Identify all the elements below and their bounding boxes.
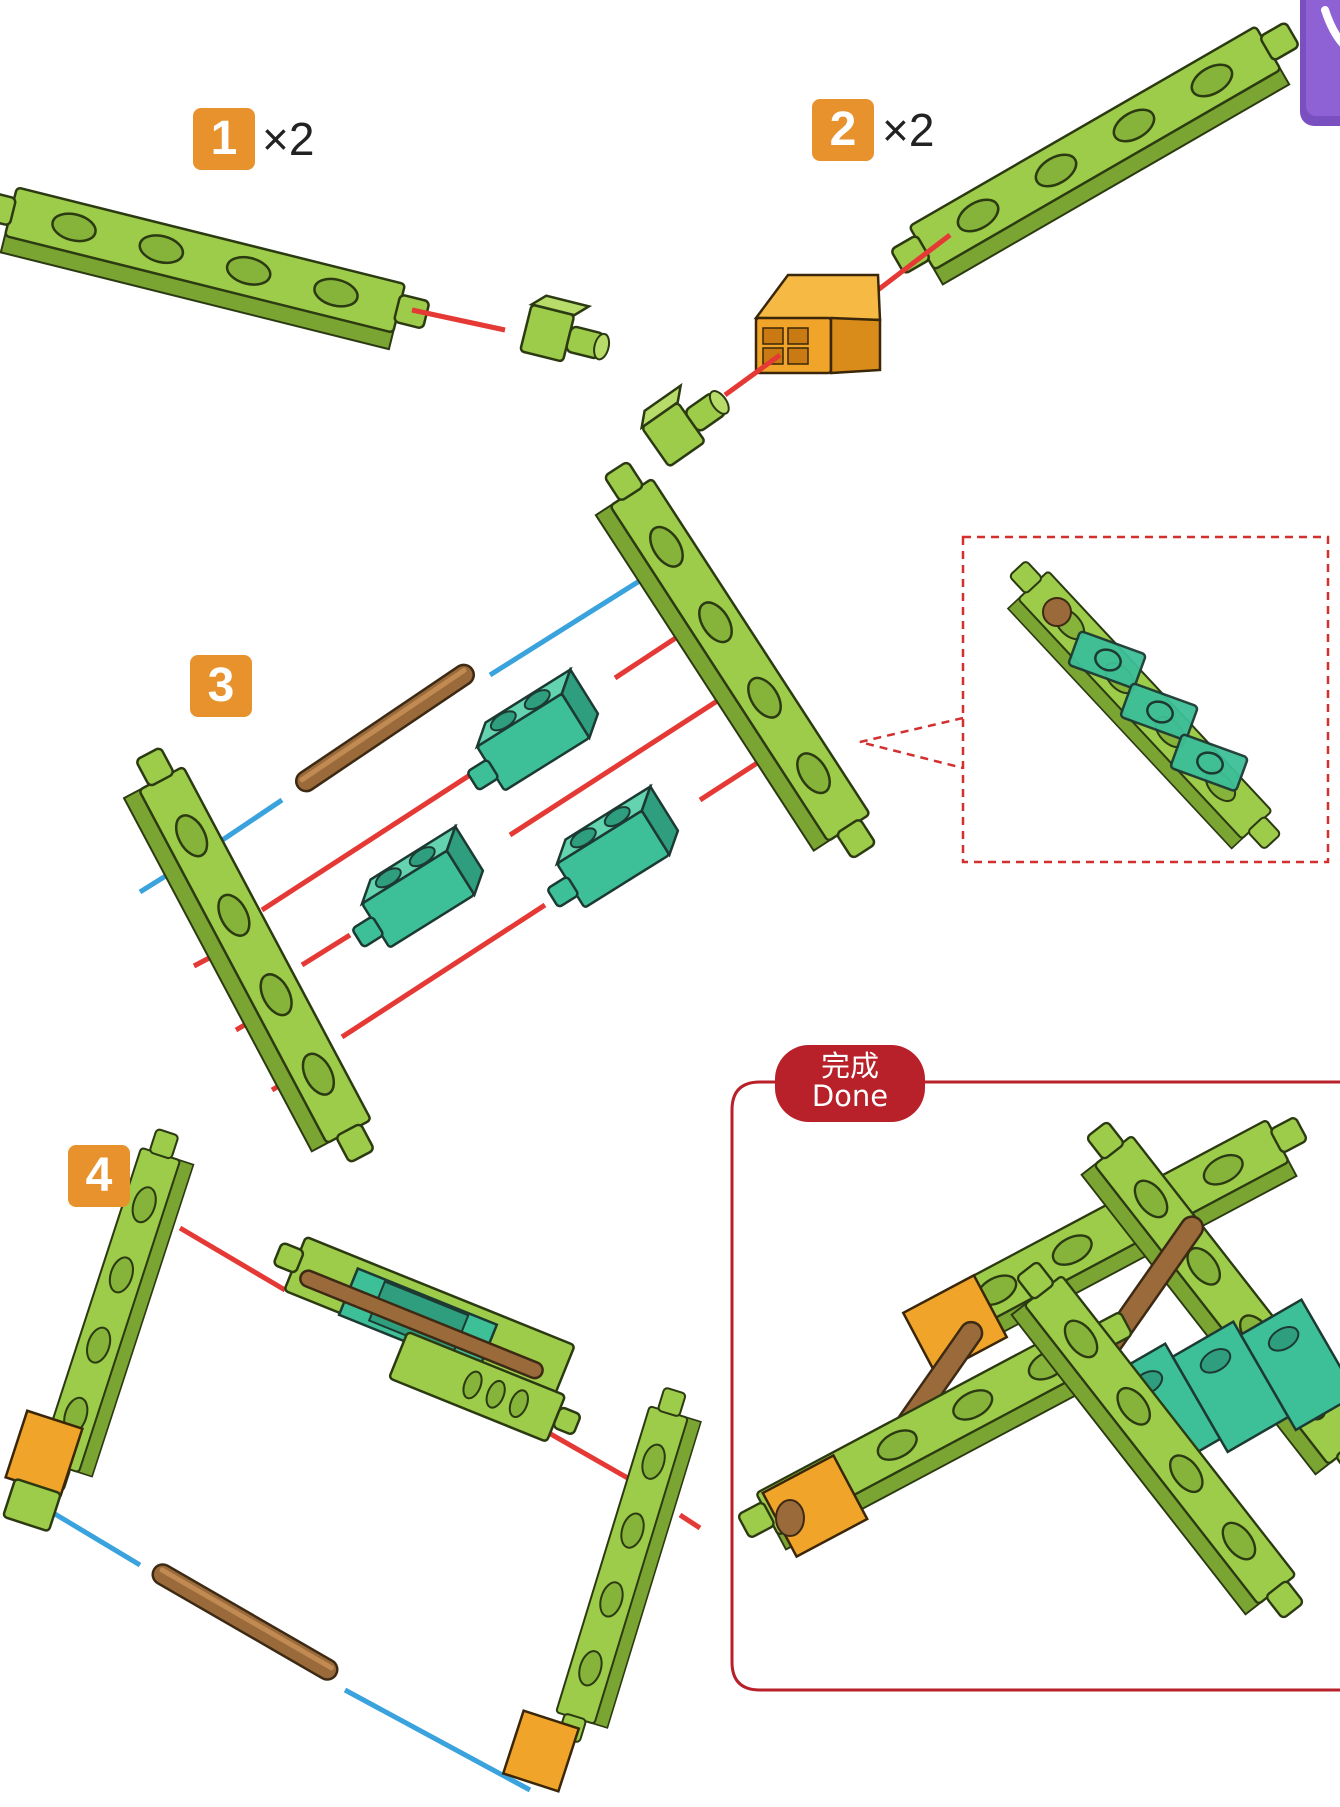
- brown-rod-end-icon: [1043, 598, 1071, 626]
- step-3-badge: 3: [190, 655, 252, 717]
- green-beam-icon: [885, 12, 1313, 298]
- red-guide-line: [302, 935, 350, 965]
- step-3-graphic: [111, 455, 885, 1176]
- done-label: 完成 Done: [775, 1045, 925, 1122]
- cube-peg-icon: [520, 293, 617, 372]
- step-1-graphic: [0, 181, 617, 372]
- green-beam-icon: [550, 1385, 708, 1750]
- teal-block-icon: [450, 670, 606, 803]
- cube-peg-icon: [635, 369, 739, 467]
- done-panel: [732, 1082, 1340, 1690]
- step-2-graphic: [635, 12, 1314, 467]
- red-guide-line: [680, 1515, 700, 1528]
- brown-rod-icon: [292, 661, 477, 795]
- step-4-graphic: [3, 1126, 707, 1791]
- step-2-multiplier: ×2: [882, 103, 934, 157]
- blue-guide-line: [215, 800, 282, 845]
- corner-tab: [1300, 0, 1340, 126]
- green-beam-icon: [111, 742, 384, 1176]
- done-label-zh: 完成: [775, 1045, 925, 1081]
- blue-guide-line: [345, 1690, 530, 1790]
- green-beam-icon: [0, 181, 432, 356]
- folded-subassembly: [250, 1229, 605, 1450]
- step-1-badge: 1: [193, 108, 255, 170]
- step-2-badge: 2: [812, 99, 874, 161]
- step-4-badge: 4: [68, 1145, 130, 1207]
- done-label-en: Done: [775, 1081, 925, 1111]
- step-1-multiplier: ×2: [262, 112, 314, 166]
- red-guide-line: [725, 355, 780, 395]
- finished-model-icon: [733, 1107, 1340, 1635]
- red-guide-line: [180, 1228, 285, 1290]
- detail-callout: [860, 537, 1328, 865]
- brown-rod-icon: [149, 1561, 341, 1683]
